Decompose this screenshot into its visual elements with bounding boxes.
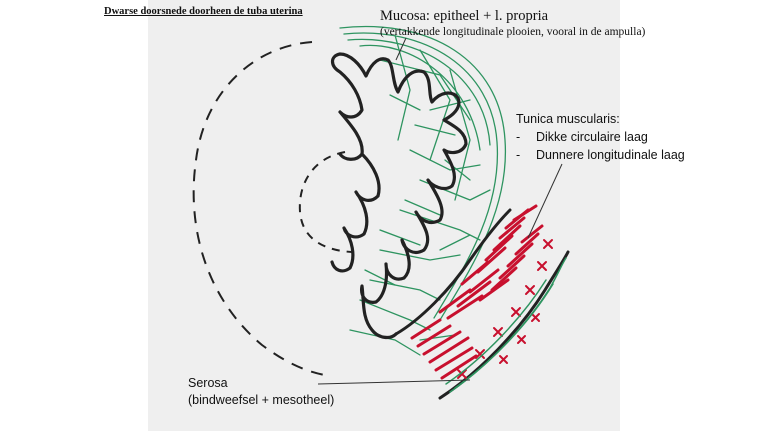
list-bullet: -: [516, 148, 521, 162]
tunica-item-longitudinal: - Dunnere longitudinale laag: [516, 148, 685, 162]
page-title: Dwarse doorsnede doorheen de tuba uterin…: [104, 6, 303, 17]
tunica-item-label: Dunnere longitudinale laag: [536, 148, 685, 162]
inner-dashed-contour: [298, 151, 353, 253]
tunica-item-label: Dikke circulaire laag: [536, 130, 648, 144]
serosa-detail-label: (bindweefsel + mesotheel): [188, 393, 335, 407]
longitudinal-muscle-layer: [457, 239, 553, 379]
mucosa-label: Mucosa: epitheel + l. propria: [380, 8, 549, 24]
epithelium-folds: [330, 52, 468, 340]
outer-dashed-contour: [192, 41, 331, 377]
serosa-layer: [445, 257, 567, 393]
muscularis-inner-boundary: [394, 208, 512, 336]
circular-muscle-layer: [410, 204, 544, 380]
tunica-muscularis-label: Tunica muscularis:: [516, 112, 620, 126]
list-bullet: -: [516, 130, 521, 144]
serosa-pointer: [317, 379, 471, 385]
serosa-label: Serosa: [188, 376, 228, 390]
serosa-outer-boundary: [438, 250, 570, 400]
diagram-canvas: [148, 0, 620, 431]
tunica-pointer: [527, 163, 563, 239]
tunica-item-circular: - Dikke circulaire laag: [516, 130, 648, 144]
lamina-propria: [339, 26, 507, 356]
mucosa-pointer: [395, 37, 407, 61]
mucosa-detail-label: (vertakkende longitudinale plooien, voor…: [380, 26, 646, 38]
